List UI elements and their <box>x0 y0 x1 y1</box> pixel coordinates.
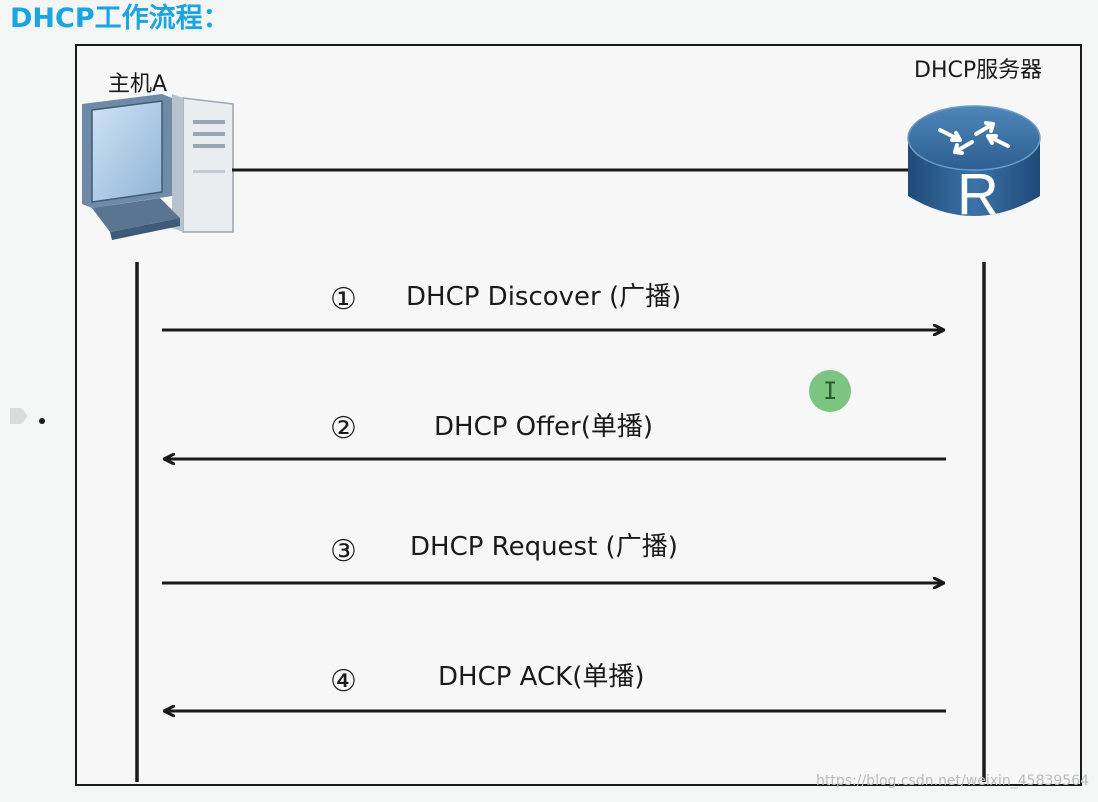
step-number-1: ① <box>330 282 357 317</box>
router-letter: R <box>957 162 999 227</box>
discover-label: DHCP Discover (广播) <box>406 282 682 312</box>
watermark: https://blog.csdn.net/weixin_45839564 <box>816 773 1090 789</box>
request-label: DHCP Request (广播) <box>410 532 678 562</box>
computer-icon <box>82 94 234 240</box>
slide-title: DHCP工作流程： <box>10 3 230 34</box>
offer-label: DHCP Offer(单播) <box>434 412 654 442</box>
slide-bullet-marker <box>10 408 45 424</box>
router-icon: R <box>907 105 1041 227</box>
ack-label: DHCP ACK(单播) <box>438 662 645 692</box>
step-number-4: ④ <box>330 664 357 699</box>
server-label: DHCP服务器 <box>914 58 1043 83</box>
text-cursor-icon: I <box>823 377 838 405</box>
host-label: 主机A <box>108 72 168 97</box>
step-number-3: ③ <box>330 534 357 569</box>
cursor-highlight <box>809 370 851 412</box>
step-number-2: ② <box>330 411 357 446</box>
